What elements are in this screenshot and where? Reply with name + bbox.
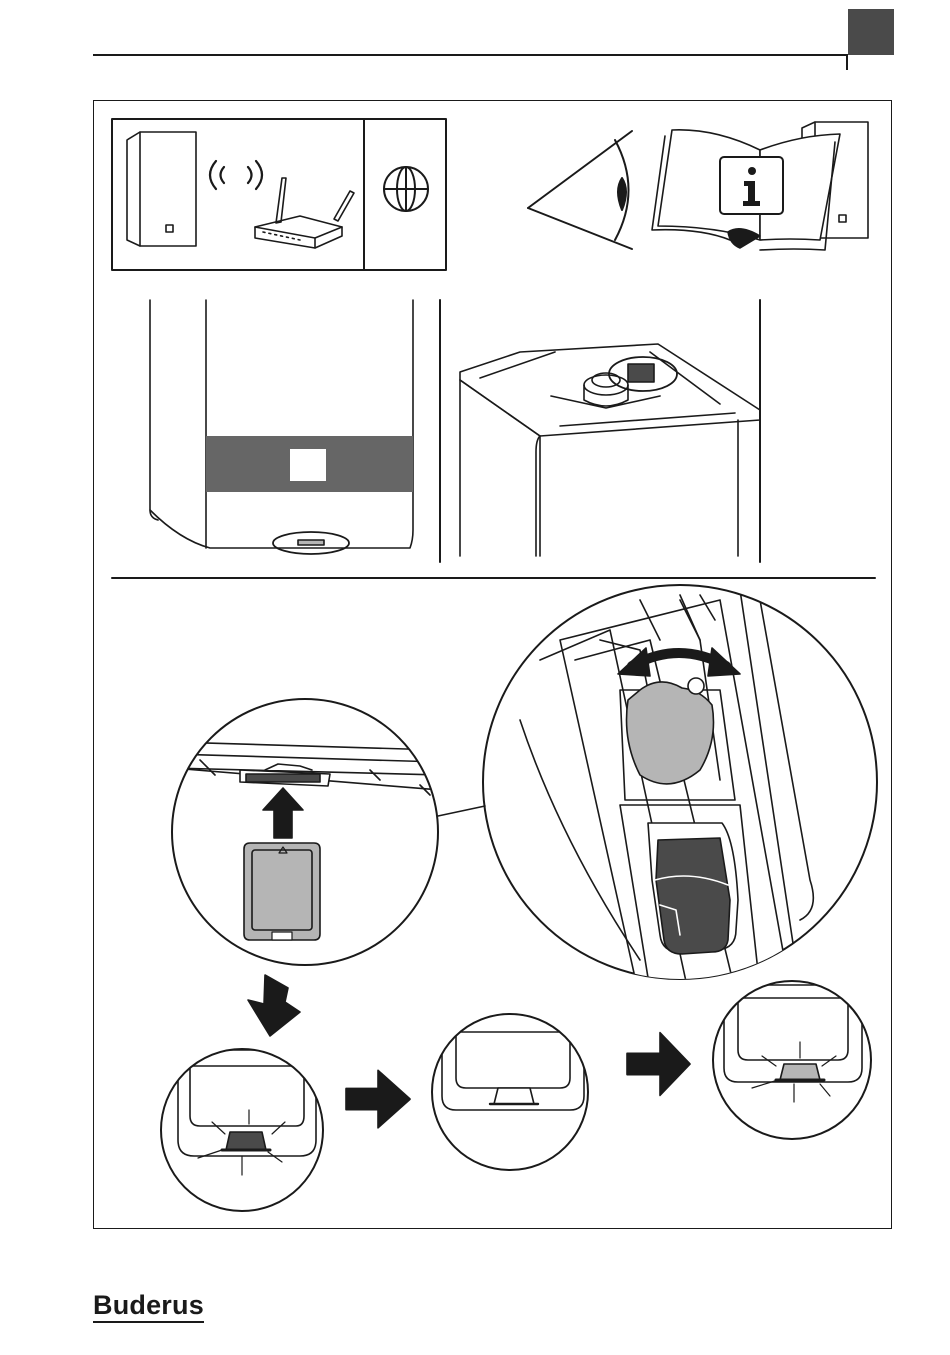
step-arrow-icon (248, 975, 300, 1036)
router-icon (255, 178, 354, 248)
globe-icon (384, 167, 428, 211)
module-insert-detail (172, 699, 440, 965)
led-idle-detail (430, 1014, 590, 1170)
boiler-front-view (150, 300, 413, 554)
wifi-module (244, 843, 320, 940)
led-on-detail (712, 981, 872, 1139)
boiler-icon (127, 132, 196, 246)
module-position-detail (483, 585, 877, 1000)
leader-line (438, 806, 485, 816)
wifi-signal-icon (210, 161, 262, 189)
brand-logo: Buderus (93, 1292, 204, 1323)
open-manual-info-icon (652, 130, 840, 250)
step-arrow-icon (346, 1071, 410, 1128)
display-window (290, 449, 326, 481)
eye-icon (528, 131, 632, 249)
boiler-top-view (460, 344, 760, 556)
step-arrow-icon (627, 1033, 690, 1095)
led-off-detail (160, 1049, 330, 1211)
